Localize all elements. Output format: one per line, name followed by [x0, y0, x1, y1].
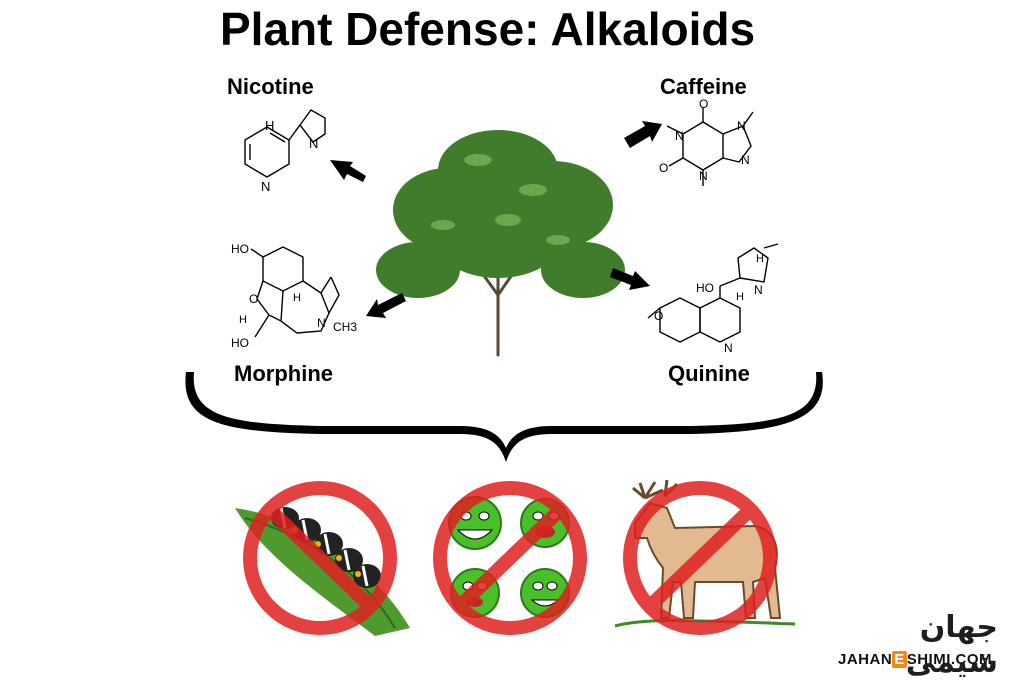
- prohibited-germs: [433, 481, 587, 635]
- watermark-en-mid: E: [892, 651, 907, 668]
- svg-text:N: N: [741, 153, 750, 167]
- label-nicotine: Nicotine: [227, 74, 314, 99]
- svg-text:CH3: CH3: [333, 320, 357, 334]
- prohibit-icon: [243, 481, 397, 635]
- svg-text:O: O: [699, 98, 708, 111]
- svg-text:HO: HO: [231, 242, 249, 256]
- svg-text:H: H: [239, 314, 247, 326]
- svg-text:N: N: [261, 179, 270, 194]
- svg-text:H: H: [293, 292, 301, 304]
- prohibit-icon: [623, 481, 777, 635]
- watermark-en-suffix: SHIMI.COM: [906, 651, 993, 668]
- label-caffeine: Caffeine: [660, 74, 747, 99]
- svg-text:O: O: [654, 309, 663, 323]
- prohibited-caterpillar: [235, 481, 410, 636]
- curly-brace: [185, 372, 823, 462]
- caffeine-structure: O N N N N O: [659, 98, 754, 186]
- watermark-arabic: جهان شیمی: [905, 610, 998, 680]
- svg-text:O: O: [659, 161, 668, 175]
- label-morphine: Morphine: [234, 361, 333, 386]
- prohibited-deer: [614, 479, 796, 635]
- svg-text:H: H: [756, 253, 764, 265]
- svg-text:N: N: [724, 341, 733, 355]
- svg-text:N: N: [675, 129, 684, 143]
- svg-text:H: H: [265, 118, 274, 133]
- prohibit-icon: [433, 481, 587, 635]
- svg-text:N: N: [699, 169, 708, 183]
- watermark-en-prefix: JAHAN: [838, 651, 893, 668]
- svg-text:HO: HO: [696, 281, 714, 295]
- nicotine-structure: N H N: [244, 109, 326, 194]
- label-quinine: Quinine: [668, 361, 750, 386]
- svg-text:N: N: [737, 119, 746, 133]
- svg-text:N: N: [317, 316, 326, 330]
- svg-text:H: H: [736, 291, 744, 303]
- svg-text:O: O: [249, 292, 258, 306]
- quinine-structure: HO H N O N H: [647, 243, 779, 355]
- page-title: Plant Defense: Alkaloids: [219, 3, 756, 55]
- svg-text:N: N: [309, 136, 318, 151]
- svg-text:N: N: [754, 283, 763, 297]
- plant-icon: [376, 130, 625, 357]
- morphine-structure: HO O H H N CH3 HO: [231, 242, 357, 350]
- svg-text:HO: HO: [231, 336, 249, 350]
